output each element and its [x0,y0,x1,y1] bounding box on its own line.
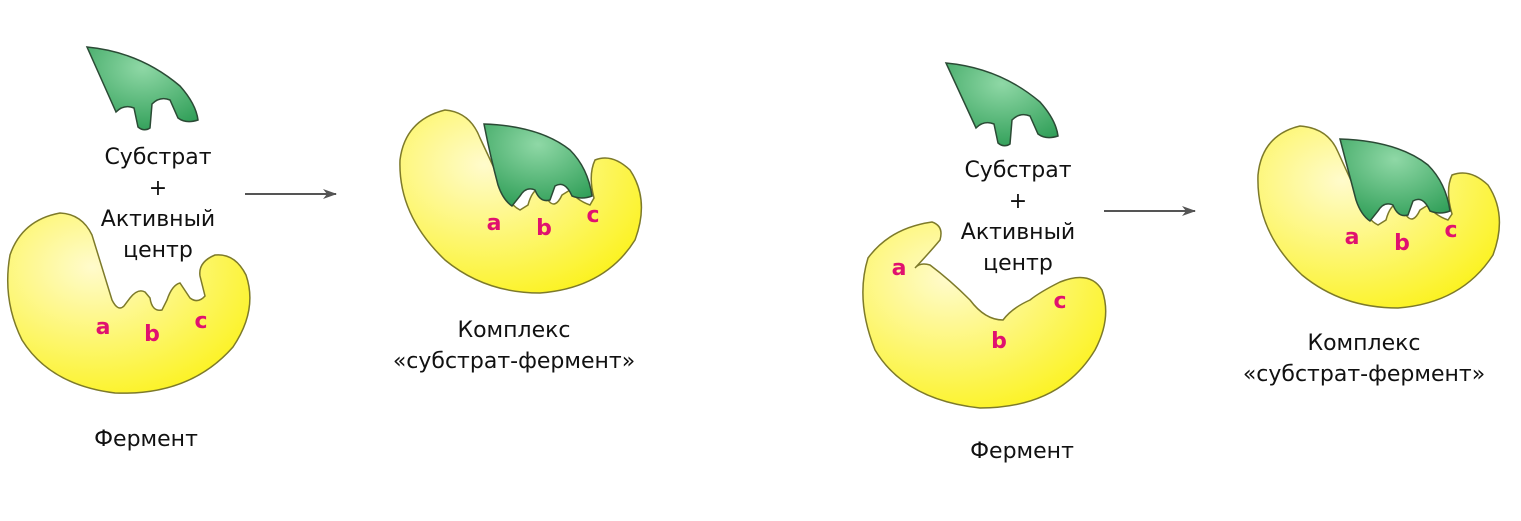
substrate-shape [944,62,1059,147]
panel-1: a b c a b c [6,46,643,394]
complex-site-label-a: a [487,211,502,236]
site-label-a: a [96,315,111,340]
substrate-label-line: Субстрат [104,145,212,170]
plus-sign: + [148,176,168,201]
complex-site-label-a: a [1345,225,1360,250]
site-label-b: b [991,329,1007,354]
enzyme-label: Фермент [94,427,198,452]
complex-substrate-shape [483,123,593,208]
substrate-label-line: Субстрат [964,158,1072,183]
complex-label-block: Комплекс «субстрат-фермент» [364,315,664,377]
active-site-label-line: центр [123,238,193,263]
active-site-label-line: центр [983,251,1053,276]
substrate-shape [85,46,199,131]
site-label-a: a [892,256,907,281]
site-label-c: c [194,309,207,334]
complex-label-line: Комплекс [1307,331,1421,356]
active-site-label-line: Активный [960,220,1076,245]
plus-sign: + [1008,189,1028,214]
enzyme-shape [862,221,1107,409]
complex-site-label-c: c [586,203,599,228]
complex-site-label-b: b [536,216,552,241]
complex-label-block: Комплекс «субстрат-фермент» [1214,328,1514,390]
site-label-b: b [144,322,160,347]
complex-label-line: «субстрат-фермент» [1242,362,1486,387]
site-label-c: c [1053,289,1066,314]
complex-label-line: Комплекс [457,318,571,343]
enzyme-label: Фермент [970,439,1074,464]
panel-2: a b c a b c [862,62,1501,409]
substrate-label-block: Субстрат + Активный центр [918,155,1118,279]
complex-substrate-shape [1339,138,1451,223]
active-site-label-line: Активный [100,207,216,232]
complex-site-label-c: c [1444,218,1457,243]
complex-site-label-b: b [1394,231,1410,256]
substrate-label-block: Субстрат + Активный центр [58,142,258,266]
complex-label-line: «субстрат-фермент» [392,349,636,374]
enzyme-shape [6,212,251,394]
